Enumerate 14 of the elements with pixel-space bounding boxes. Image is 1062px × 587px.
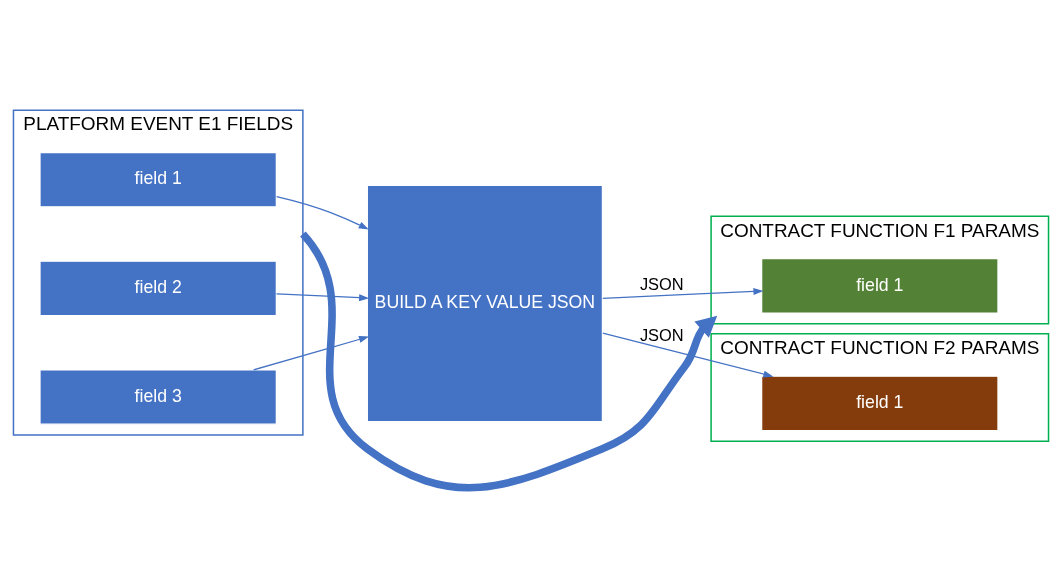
node-box: field 1: [761, 375, 999, 431]
arrow: [275, 292, 370, 301]
node-box: field 2: [39, 260, 277, 316]
node-box: BUILD A KEY VALUE JSON: [366, 184, 604, 422]
arrow: [253, 335, 370, 370]
arrow: [275, 195, 369, 230]
arrow: [602, 287, 764, 299]
edge-label: JSON: [639, 325, 684, 344]
node-box: field 1: [39, 151, 277, 207]
node-box: field 1: [761, 257, 999, 314]
edge-label: JSON: [639, 274, 684, 293]
node-box: field 3: [39, 368, 277, 425]
arrow: [299, 231, 718, 491]
arrow: [602, 332, 774, 378]
